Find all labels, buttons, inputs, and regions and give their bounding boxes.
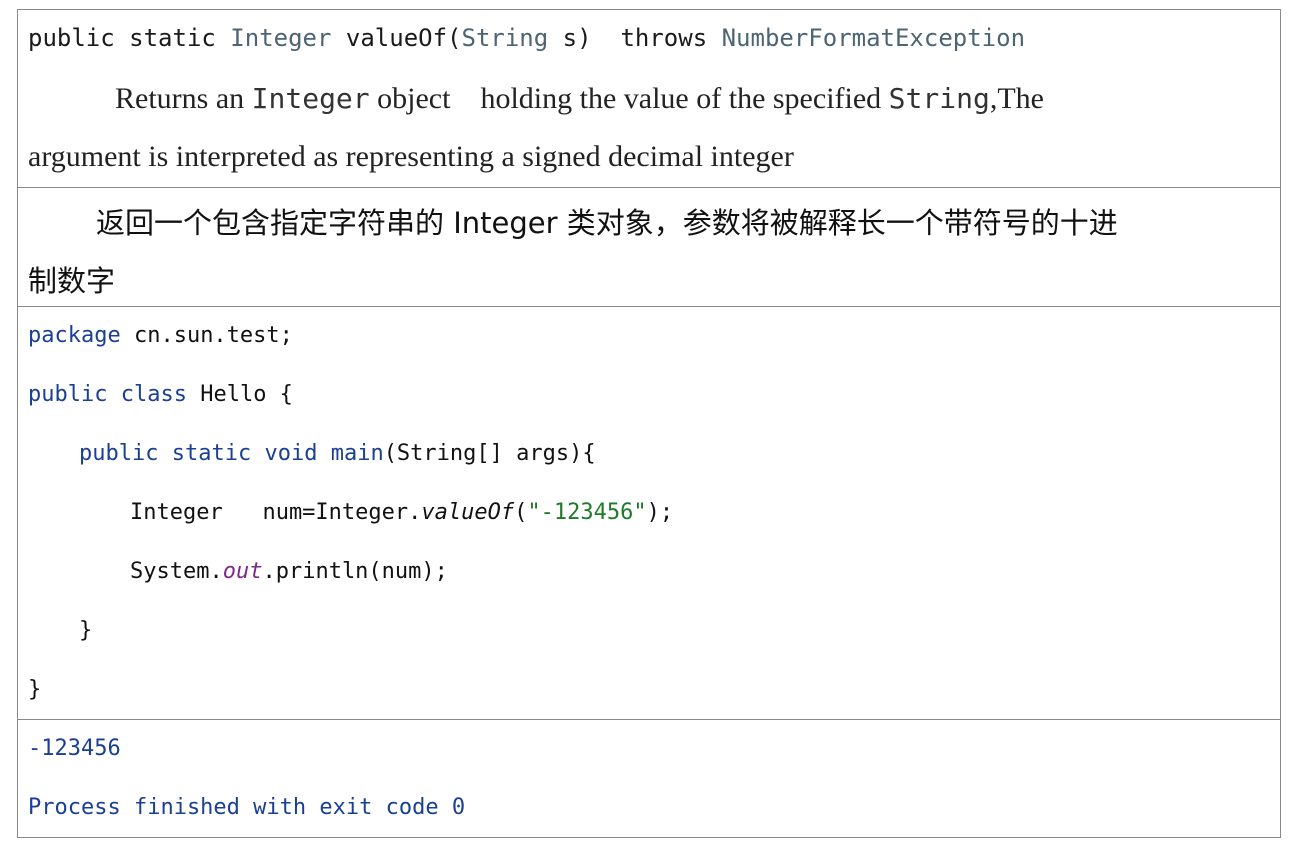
desc-text-b: object holding the value of the specifie… <box>369 82 889 115</box>
code-fn-main: main <box>330 441 384 466</box>
signature-return-type: Integer <box>230 24 332 52</box>
desc-text-c: ,The <box>989 82 1044 115</box>
code-out-field: out <box>222 559 263 584</box>
code-system: System. <box>130 559 223 584</box>
signature-param-rest: s) throws <box>548 24 722 52</box>
code-line-1: package cn.sun.test; <box>28 323 293 348</box>
code-kw-static: static <box>171 441 252 466</box>
description-zh-line2: 制数字 <box>28 264 116 298</box>
code-string-literal: "-123456" <box>527 500 647 525</box>
desc-code-integer: Integer <box>251 82 370 115</box>
code-class-name: Hello { <box>186 382 293 407</box>
code-kw-void: void <box>264 441 318 466</box>
description-zh-line1: 返回一个包含指定字符串的 Integer 类对象，参数将被解释长一个带符号的十进 <box>96 206 1118 240</box>
method-signature: public static Integer valueOf(String s) … <box>28 24 1025 52</box>
code-paren-close: ); <box>646 500 674 525</box>
method-signature-cell: public static Integer valueOf(String s) … <box>18 10 1280 187</box>
code-line-7: } <box>28 677 42 702</box>
desc-code-string: String <box>888 82 990 115</box>
code-println: .println(num); <box>262 559 448 584</box>
desc-text-a: Returns an <box>115 82 252 115</box>
code-integer-decl: Integer num=Integer. <box>130 500 422 525</box>
signature-modifiers: public static <box>28 24 231 52</box>
code-line-4: Integer num=Integer.valueOf("-123456"); <box>130 500 673 525</box>
output-line-1: -123456 <box>28 736 121 761</box>
code-line-6: } <box>79 618 93 643</box>
code-kw-package: package <box>28 323 121 348</box>
signature-exception: NumberFormatException <box>721 24 1026 52</box>
code-line-2: public class Hello { <box>28 382 293 407</box>
description-en-line1: Returns an Integer object holding the va… <box>115 82 1044 116</box>
code-cell: package cn.sun.test; public class Hello … <box>18 306 1280 719</box>
description-zh-cell: 返回一个包含指定字符串的 Integer 类对象，参数将被解释长一个带符号的十进… <box>18 187 1280 306</box>
document-table: public static Integer valueOf(String s) … <box>17 9 1281 838</box>
signature-param-type: String <box>461 24 549 52</box>
output-cell: -123456 Process finished with exit code … <box>18 719 1280 837</box>
signature-method: valueOf( <box>331 24 462 52</box>
code-kw-class: class <box>120 382 187 407</box>
code-line-3: public static void main(String[] args){ <box>79 441 596 466</box>
code-valueof-call: valueOf <box>421 500 515 525</box>
code-main-params: (String[] args){ <box>383 441 596 466</box>
code-line-5: System.out.println(num); <box>130 559 448 584</box>
code-kw-public-2: public <box>79 441 159 466</box>
output-line-2: Process finished with exit code 0 <box>28 795 466 820</box>
code-kw-public: public <box>28 382 108 407</box>
code-paren-open: ( <box>514 500 528 525</box>
description-en-line2: argument is interpreted as representing … <box>28 140 794 173</box>
code-package-name: cn.sun.test; <box>120 323 293 348</box>
